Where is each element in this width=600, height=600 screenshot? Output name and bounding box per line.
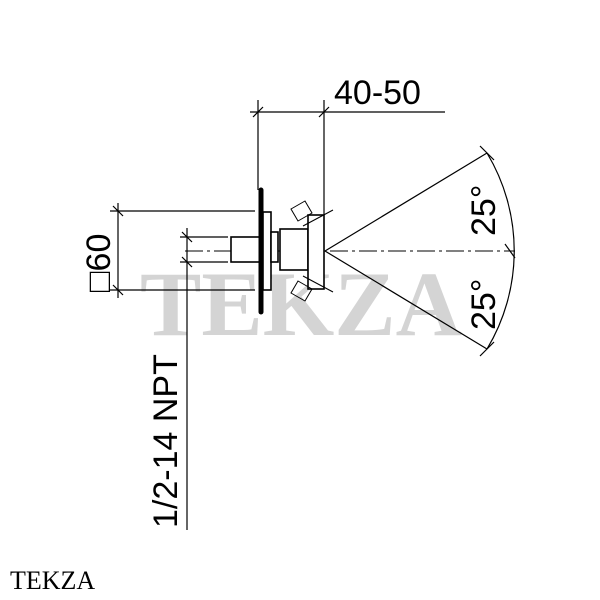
dim-depth-label: 40-50 — [334, 74, 421, 112]
dimension-lines — [110, 100, 516, 530]
brand-logo-text: TEKZA — [10, 566, 96, 595]
dim-square-label: □60 — [80, 234, 118, 292]
angle-lower-label: 25° — [465, 279, 503, 330]
dim-thread-label: 1/2-14 NPT — [147, 354, 185, 528]
valve-part — [230, 187, 325, 315]
rotated-handle-outline — [290, 200, 334, 302]
angle-upper-label: 25° — [465, 185, 503, 236]
